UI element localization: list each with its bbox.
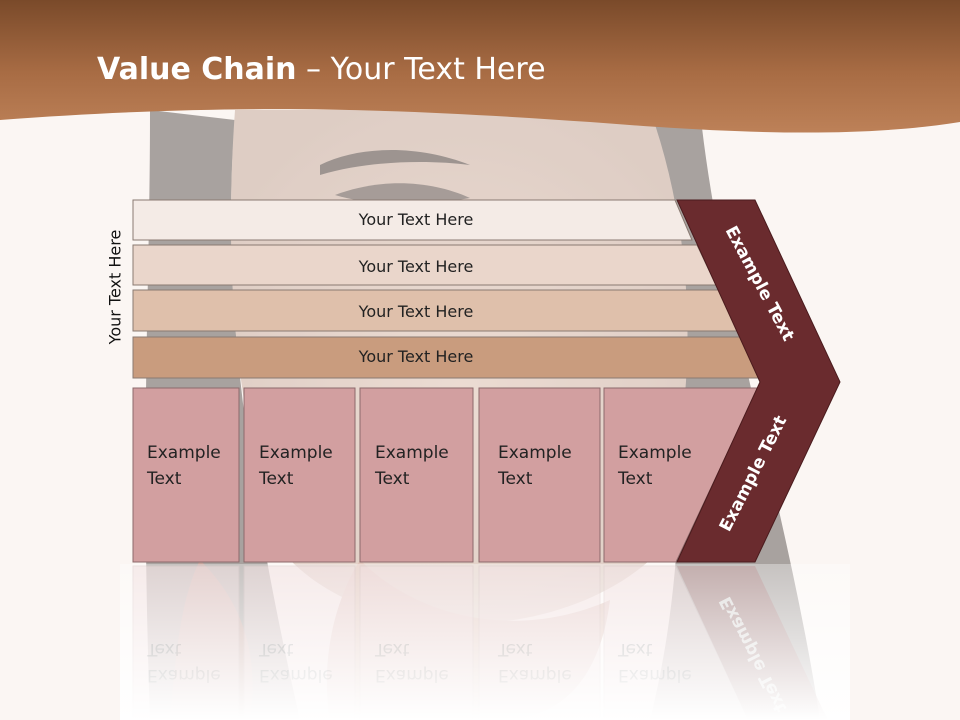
margin-chevron <box>676 199 841 563</box>
activity-box <box>243 387 356 563</box>
row-label: Your Text Here <box>358 302 474 321</box>
activity-box <box>603 387 759 563</box>
reflection-fade <box>120 564 850 720</box>
activity-box <box>478 387 601 563</box>
header-banner <box>0 0 960 133</box>
row-label: Your Text Here <box>358 257 474 276</box>
box-text-line1: Example <box>618 443 692 463</box>
box-text-line1: Example <box>498 443 572 463</box>
activity-box <box>132 387 240 563</box>
title-bold: Value Chain <box>97 52 297 87</box>
box-text-line2: Text <box>374 469 410 489</box>
box-text-line1: Example <box>259 443 333 463</box>
box-text-line2: Text <box>146 469 182 489</box>
activity-box <box>359 387 474 563</box>
slide-title: Value Chain – Your Text Here <box>97 52 546 87</box>
box-text-line2: Text <box>258 469 294 489</box>
box-text-line1: Example <box>147 443 221 463</box>
side-label: Your Text Here <box>105 229 125 345</box>
row-label: Your Text Here <box>358 347 474 366</box>
box-text-line2: Text <box>617 469 653 489</box>
title-rest: – Your Text Here <box>296 52 546 87</box>
row-bar <box>132 199 693 241</box>
row-label: Your Text Here <box>358 210 474 229</box>
box-text-line2: Text <box>497 469 533 489</box>
box-text-line1: Example <box>375 443 449 463</box>
